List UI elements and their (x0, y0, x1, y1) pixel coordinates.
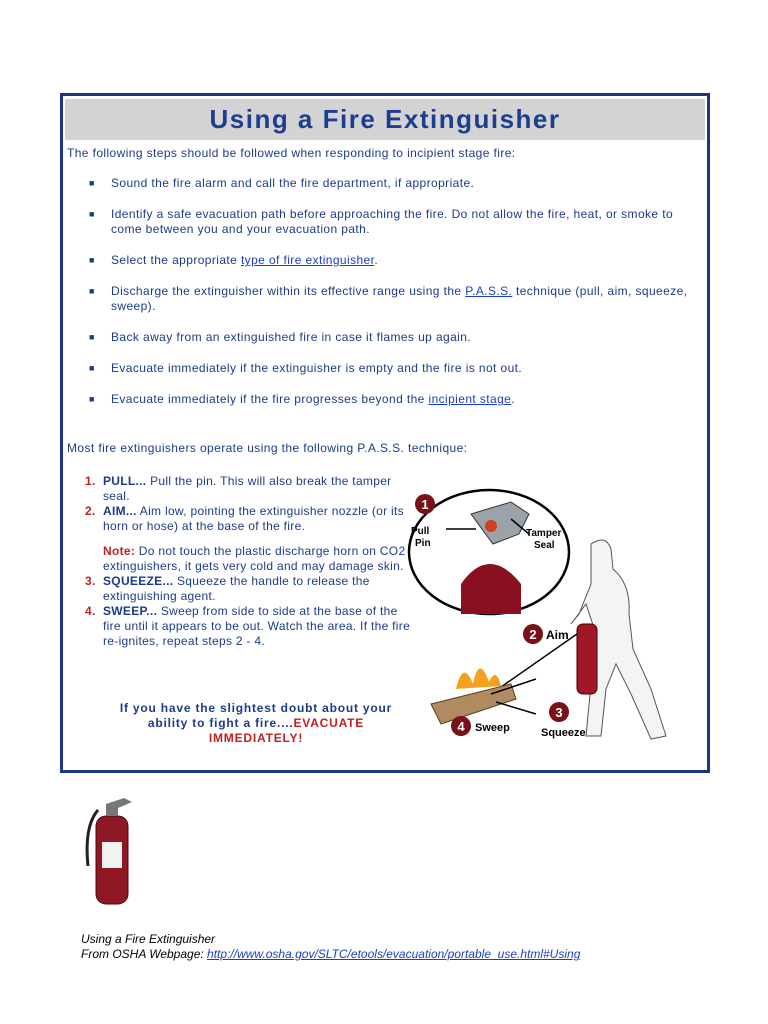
note: Note: Do not touch the plastic discharge… (103, 544, 406, 573)
badge-3 (549, 702, 569, 722)
steps-list: ■Sound the fire alarm and call the fire … (63, 176, 703, 423)
svg-text:Pin: Pin (415, 538, 431, 549)
pass-step: 3.SQUEEZE... Squeeze the handle to relea… (85, 574, 370, 603)
badge-2 (523, 624, 543, 644)
logs-icon (430, 683, 517, 725)
list-item: ■Discharge the extinguisher within its e… (89, 284, 688, 313)
svg-text:1: 1 (421, 497, 428, 512)
extinguisher-body-icon (461, 564, 521, 614)
extinguisher-handle (106, 798, 132, 816)
svg-text:Squeeze: Squeeze (541, 727, 586, 739)
badge-1 (415, 494, 435, 514)
svg-text:3: 3 (555, 705, 562, 720)
extinguisher-type-link[interactable]: type of fire extinguisher (240, 253, 375, 267)
list-item: ■Evacuate immediately if the fire progre… (89, 392, 515, 406)
svg-text:Seal: Seal (534, 540, 555, 551)
list-item: ■Back away from an extinguished fire in … (89, 330, 472, 344)
svg-text:Tamper: Tamper (526, 528, 561, 539)
pass-step: 1.PULL... Pull the pin. This will also b… (85, 474, 392, 503)
pin-icon (485, 520, 497, 532)
badge-4 (451, 716, 471, 736)
incipient-stage-link[interactable]: incipient stage (428, 392, 512, 406)
list-item: ■Identify a safe evacuation path before … (89, 207, 674, 236)
osha-link[interactable]: http://www.osha.gov/SLTC/etools/evacuati… (207, 947, 581, 961)
pass-diagram: 1 2 3 4 Pull Pin Tamper Seal Aim Squeeze… (407, 488, 667, 740)
page-title: Using a Fire Extinguisher (209, 104, 561, 134)
bullet-icon: ■ (89, 286, 95, 296)
extinguisher-hose (85, 809, 100, 867)
caption: Using a Fire Extinguisher From OSHA Webp… (81, 932, 581, 961)
svg-text:2: 2 (529, 627, 536, 642)
content-frame: Using a Fire Extinguisher The following … (60, 93, 710, 773)
fire-icon (456, 668, 501, 689)
title-bar: Using a Fire Extinguisher (65, 99, 705, 140)
svg-text:Sweep: Sweep (475, 722, 510, 734)
sweep-arrow-down (495, 701, 537, 715)
note-label: Note: (103, 544, 136, 558)
bullet-icon: ■ (89, 332, 95, 342)
sweep-arrow-up (490, 678, 537, 695)
bullet-icon: ■ (89, 363, 95, 373)
bullet-icon: ■ (89, 209, 95, 219)
list-item: ■Evacuate immediately if the extinguishe… (89, 361, 523, 375)
bullet-icon: ■ (89, 178, 95, 188)
extinguisher-valve-icon (470, 501, 530, 545)
pass-list: 1.PULL... Pull the pin. This will also b… (81, 474, 411, 649)
svg-text:Pull: Pull (411, 526, 430, 537)
bullet-icon: ■ (89, 255, 95, 265)
hose-line (490, 633, 578, 695)
extinguisher-label (102, 842, 122, 868)
svg-text:Aim: Aim (546, 628, 569, 642)
evacuate-warning: If you have the slightest doubt about yo… (119, 701, 393, 745)
pass-step: 4.SWEEP... Sweep from side to side at th… (85, 604, 411, 648)
list-item: ■Select the appropriate type of fire ext… (89, 253, 379, 267)
intro-text: The following steps should be followed w… (67, 146, 516, 160)
pass-link[interactable]: P.A.S.S. (465, 284, 513, 298)
list-item: ■Sound the fire alarm and call the fire … (89, 176, 475, 190)
svg-text:4: 4 (457, 719, 465, 734)
tamper-arrow (510, 518, 530, 535)
extinguisher-icon (576, 623, 598, 695)
pass-step: 2.AIM... Aim low, pointing the extinguis… (85, 504, 404, 533)
pass-intro: Most fire extinguishers operate using th… (67, 441, 468, 455)
fire-extinguisher-icon (85, 798, 132, 905)
bullet-icon: ■ (89, 394, 95, 404)
